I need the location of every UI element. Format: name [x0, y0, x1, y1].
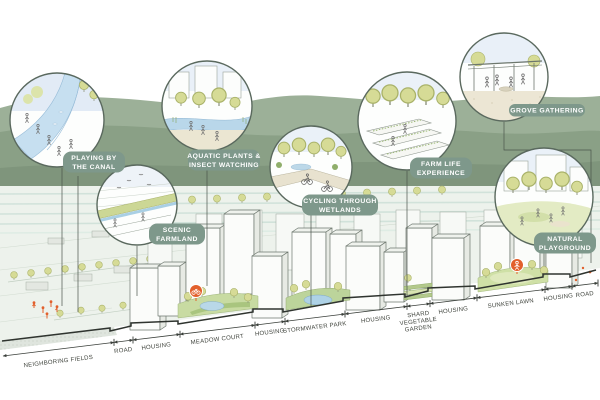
meadow-court-green: [177, 287, 259, 319]
svg-text:GARDEN: GARDEN: [405, 324, 433, 333]
callout-label-natural-playground: NATURAL PLAYGROUND: [534, 232, 596, 254]
dimension-ticks: [113, 279, 599, 346]
svg-text:INSECT WATCHING: INSECT WATCHING: [189, 162, 259, 169]
section-label-shard-vegetable-garden: SHARD VEGETABLE GARDEN: [399, 311, 437, 334]
callout-label-scenic-farmland: SCENIC FARMLAND: [149, 223, 205, 245]
section-label-road-1: ROAD: [114, 347, 133, 355]
section-label-housing-4: HOUSING: [438, 306, 468, 316]
svg-text:FARM LIFE: FARM LIFE: [421, 161, 461, 168]
section-label-housing-3: HOUSING: [361, 315, 391, 325]
svg-text:GROVE GATHERING: GROVE GATHERING: [510, 108, 583, 115]
section-label-stormwater-park: STORMWATER PARK: [283, 321, 347, 335]
poi-marker-sunken-lawn: [510, 258, 524, 274]
svg-text:THE CANAL: THE CANAL: [72, 164, 115, 171]
section-label-housing-2: HOUSING: [255, 328, 285, 338]
section-label-road-2: ROAD: [575, 291, 594, 299]
svg-text:PLAYING BY: PLAYING BY: [71, 155, 116, 162]
callout-label-farm-life-experience: FARM LIFE EXPERIENCE: [410, 157, 472, 179]
vegetable-garden-rows: [403, 274, 433, 301]
callout-label-aquatic-plants-insect-watching: AQUATIC PLANTS & INSECT WATCHING: [187, 149, 261, 171]
svg-text:CYCLING THROUGH: CYCLING THROUGH: [303, 198, 377, 205]
section-label-meadow-court: MEADOW COURT: [190, 334, 244, 346]
svg-text:WETLANDS: WETLANDS: [319, 207, 361, 214]
callout-aquatic-plants-insect-watching: [161, 60, 253, 152]
callout-label-cycling-through-wetlands: CYCLING THROUGH WETLANDS: [302, 194, 378, 216]
play-icon: [514, 260, 520, 270]
callout-grove-gathering: [459, 32, 549, 122]
section-label-neighboring-fields: NEIGHBORING FIELDS: [23, 355, 93, 369]
callout-labels: PLAYING BY THE CANAL SCENIC FARMLAND AQU…: [63, 104, 596, 254]
section-cut-line: [1, 269, 597, 342]
svg-text:NATURAL: NATURAL: [547, 236, 583, 243]
svg-text:EXPERIENCE: EXPERIENCE: [417, 170, 465, 177]
svg-text:VEGETABLE: VEGETABLE: [399, 317, 437, 328]
section-label-sunken-lawn: SUNKEN LAWN: [487, 298, 534, 310]
callout-farm-life-experience: [357, 71, 457, 171]
callout-natural-playground: [494, 147, 594, 247]
svg-text:SCENIC: SCENIC: [163, 227, 191, 234]
svg-text:SHARD: SHARD: [407, 311, 430, 320]
section-labels: NEIGHBORING FIELDS ROAD HOUSING MEADOW C…: [23, 291, 594, 369]
scene-playground: [495, 148, 593, 246]
cycling-icon: [191, 288, 201, 295]
svg-text:FARMLAND: FARMLAND: [156, 236, 198, 243]
callout-label-playing-by-the-canal: PLAYING BY THE CANAL: [63, 151, 125, 173]
svg-text:PLAYGROUND: PLAYGROUND: [539, 245, 591, 252]
section-dimension-line: [2, 279, 599, 358]
section-label-housing-5: HOUSING: [543, 293, 573, 303]
section-label-housing-1: HOUSING: [141, 342, 171, 352]
svg-text:AQUATIC PLANTS &: AQUATIC PLANTS &: [187, 153, 261, 160]
people-in-fields: [32, 300, 59, 319]
callout-label-grove-gathering: GROVE GATHERING: [509, 104, 585, 117]
poi-marker-meadow-court: [189, 284, 203, 301]
